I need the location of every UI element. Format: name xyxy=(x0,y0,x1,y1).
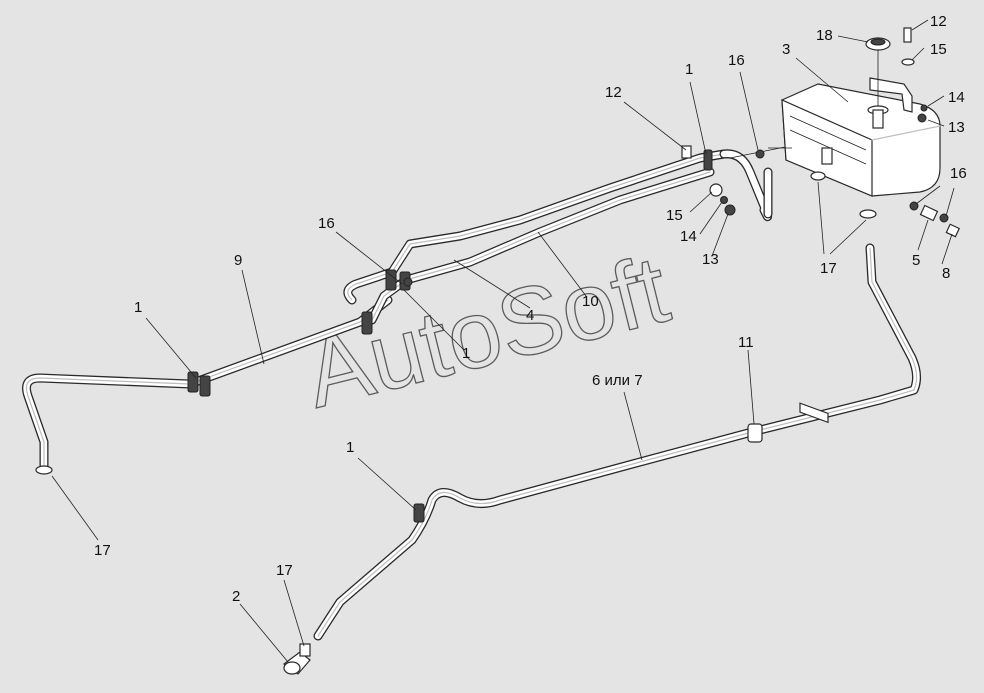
hose-end-17-tank-mid xyxy=(810,171,826,181)
label-17-tank: 17 xyxy=(820,260,837,277)
washer-15-left xyxy=(709,183,723,197)
clip-16-right-b xyxy=(939,213,949,223)
pipe-4 xyxy=(343,149,729,305)
washer-15-right xyxy=(901,58,915,66)
label-17-bottom: 17 xyxy=(276,562,293,579)
sleeve-11 xyxy=(747,423,763,443)
label-1-left: 1 xyxy=(134,299,142,316)
label-2: 2 xyxy=(232,588,240,605)
clamp-1-mid xyxy=(361,269,411,335)
washer-14-left xyxy=(720,196,728,204)
label-16-mid: 16 xyxy=(318,215,335,232)
label-1-mid: 1 xyxy=(462,345,470,362)
label-15-right: 15 xyxy=(930,41,947,58)
plug-8 xyxy=(945,223,961,238)
label-12-right: 12 xyxy=(930,13,947,30)
fitting-5 xyxy=(919,204,939,222)
filler-cap xyxy=(865,37,891,51)
label-4: 4 xyxy=(526,307,534,324)
label-1-top: 1 xyxy=(685,61,693,78)
bolt-12-right xyxy=(903,27,912,43)
leader-lines xyxy=(51,19,955,663)
pipe-6-or-7 xyxy=(313,243,922,641)
label-5: 5 xyxy=(912,252,920,269)
label-3: 3 xyxy=(782,41,790,58)
fitting-2 xyxy=(282,651,311,675)
label-13-right: 13 xyxy=(948,119,965,136)
pipe-9 xyxy=(22,295,393,473)
label-1-bottom: 1 xyxy=(346,439,354,456)
label-14-left: 14 xyxy=(680,228,697,245)
label-8: 8 xyxy=(942,265,950,282)
clip-16-top xyxy=(755,149,765,159)
label-10: 10 xyxy=(582,293,599,310)
clamp-1-top xyxy=(703,149,713,171)
hose-end-17-tank xyxy=(859,209,877,219)
label-16-top: 16 xyxy=(728,52,745,69)
watermark: AutoSoft xyxy=(295,235,678,428)
clamp-1-bottom xyxy=(413,503,425,523)
nut-13-right xyxy=(917,113,927,123)
hose-end-17-bottom xyxy=(299,643,311,657)
clamp-1-left xyxy=(187,371,211,397)
fuel-tank xyxy=(781,77,941,424)
label-17-left: 17 xyxy=(94,542,111,559)
label-11: 11 xyxy=(738,334,754,351)
label-15-left: 15 xyxy=(666,207,683,224)
clip-16-mid xyxy=(403,277,413,287)
label-9: 9 xyxy=(234,252,242,269)
tank-return-hose xyxy=(719,149,773,222)
nut-13-left xyxy=(724,204,736,216)
washer-14-right xyxy=(920,104,928,112)
label-16-right: 16 xyxy=(950,165,967,182)
label-14-right: 14 xyxy=(948,89,965,106)
label-18: 18 xyxy=(816,27,833,44)
hose-end-17-left xyxy=(35,465,53,475)
label-13-left: 13 xyxy=(702,251,719,268)
pipe-10 xyxy=(367,167,715,325)
bolt-12-left xyxy=(681,145,692,159)
label-12-left: 12 xyxy=(605,84,622,101)
label-6-or-7: 6 или 7 xyxy=(592,372,643,389)
